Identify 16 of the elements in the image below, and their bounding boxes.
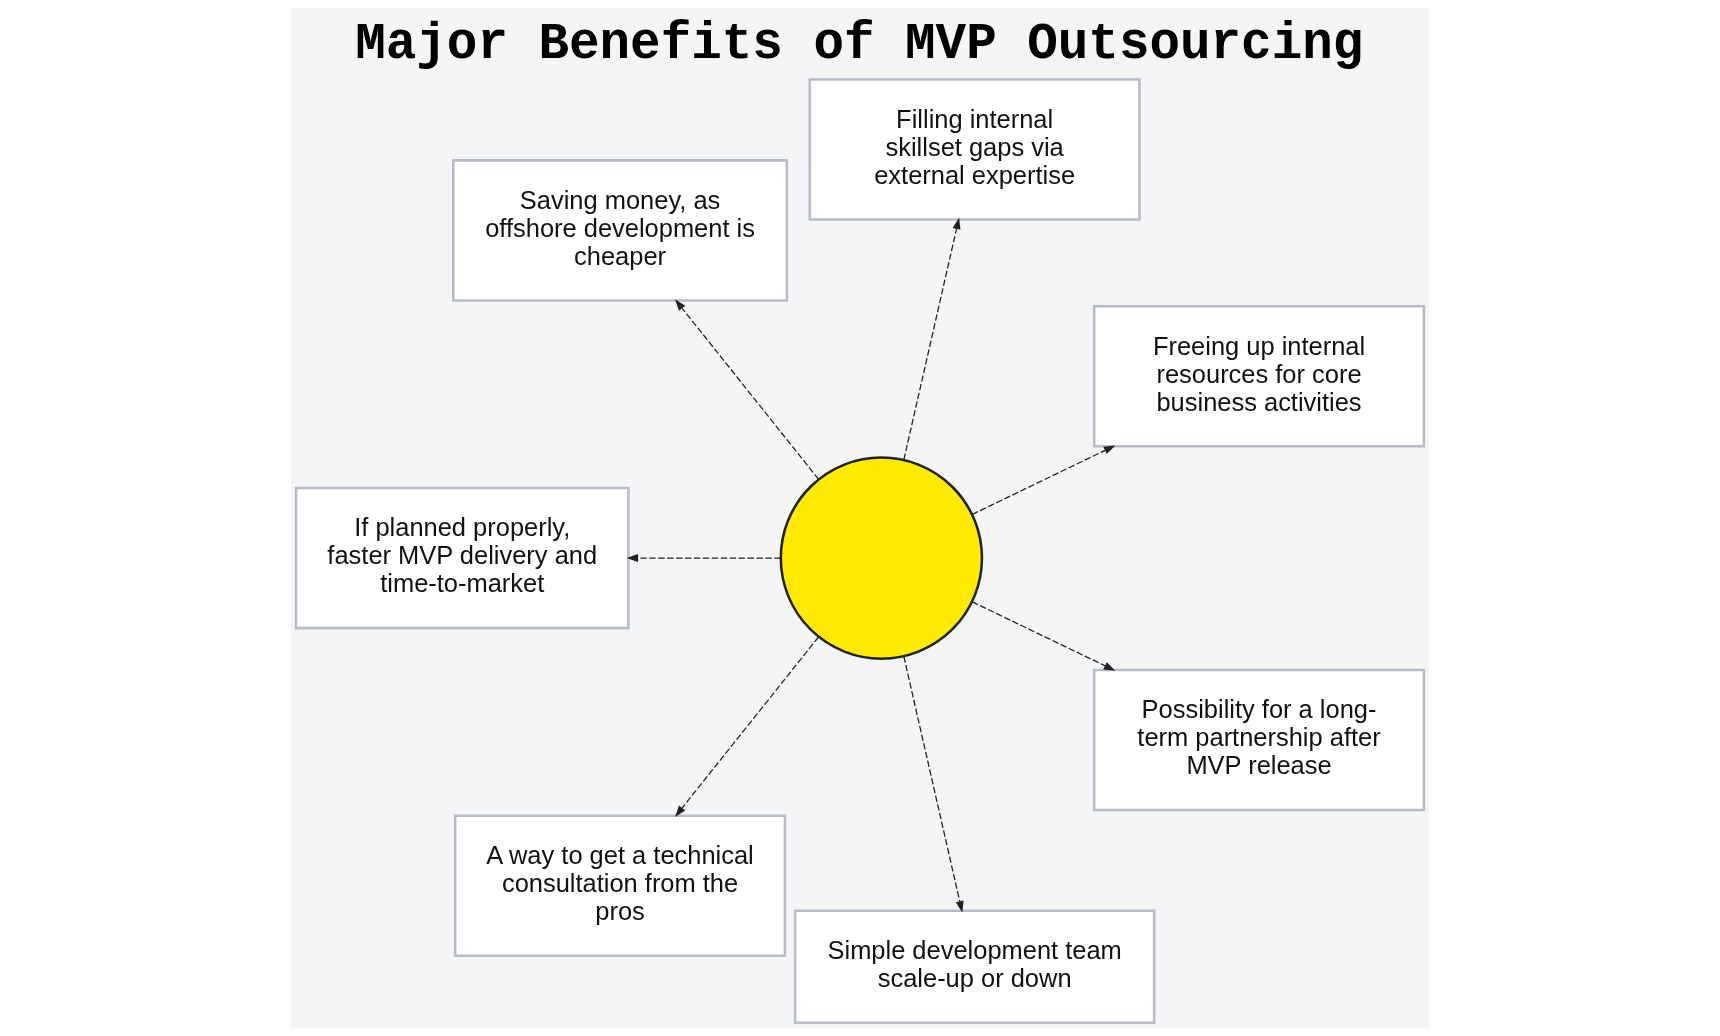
node-box: Saving money, as offshore development is cheaper	[452, 159, 789, 302]
arrow	[675, 299, 820, 480]
node-box: A way to get a technical consultation from the pros	[453, 814, 787, 958]
node-box: Simple development team scale-up or down	[793, 909, 1156, 1025]
arrow	[626, 554, 782, 563]
arrow	[675, 636, 820, 817]
arrow	[971, 445, 1116, 515]
node-box: Freeing up internal resources for core business activities	[1092, 304, 1426, 448]
node-box: Filling internal skillset gaps via external expertise	[808, 78, 1141, 221]
arrow	[903, 217, 961, 461]
node-box: Possibility for a long-term partnership after MVP release	[1092, 668, 1426, 812]
arrow	[903, 655, 964, 913]
node-circle	[779, 456, 984, 660]
diagram-title: Major Benefits of MVP Outsourcing	[355, 15, 1364, 73]
node-box: If planned properly, faster MVP delivery and time-to-market	[294, 486, 630, 630]
arrow	[971, 601, 1116, 671]
